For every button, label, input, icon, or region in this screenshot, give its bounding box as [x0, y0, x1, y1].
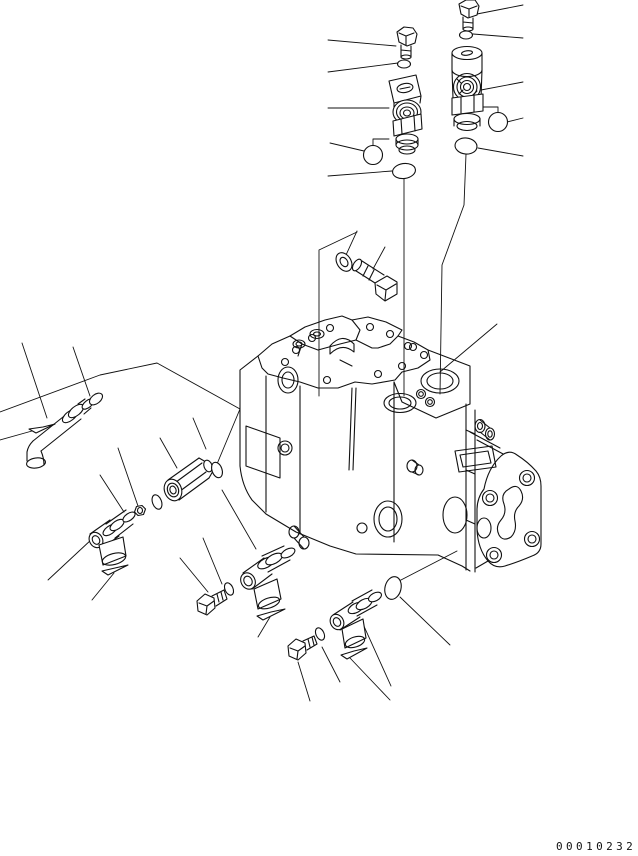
o-ring-small [151, 494, 163, 510]
o-ring-top-left [396, 59, 412, 69]
drawing-number: 00010232 [556, 840, 637, 853]
relief-valve-left [388, 74, 423, 155]
leader-lines [0, 4, 524, 702]
callout-balloon-left [362, 144, 384, 166]
pointer-dart-icon [340, 647, 368, 660]
o-ring-coupling [211, 461, 223, 479]
callout-ellipse-left [392, 162, 416, 180]
elbow-fitting-bottom-right [329, 589, 383, 649]
plug-lower-left [196, 589, 228, 616]
callout-balloons [362, 111, 509, 600]
hex-plug-top-right [458, 0, 480, 32]
o-ring-top-right [458, 30, 474, 40]
elbow-fitting-upper-left [26, 398, 95, 469]
plug-bottom-center [287, 635, 318, 661]
elbow-fitting-lower-left [88, 509, 136, 566]
pointer-darts [28, 423, 368, 660]
nut [133, 504, 147, 517]
relief-valve-right [451, 45, 484, 132]
hex-bolt [351, 258, 398, 302]
pointer-dart-icon [101, 564, 129, 576]
hex-plug-top-left [396, 26, 418, 60]
callout-balloon-right [487, 111, 509, 133]
pump-body [239, 315, 542, 573]
pointer-dart-icon [28, 423, 56, 434]
washer [335, 252, 353, 272]
o-ring-bottom-center [314, 627, 326, 641]
straight-coupling [163, 457, 214, 502]
o-ring-elbow [88, 392, 104, 406]
pointer-dart-icon [256, 608, 286, 621]
callout-ellipse-bottom [384, 576, 402, 600]
callout-ellipse-right [454, 137, 478, 155]
elbow-fitting-bottom-center [240, 545, 296, 610]
o-ring-plug-left [223, 582, 235, 596]
